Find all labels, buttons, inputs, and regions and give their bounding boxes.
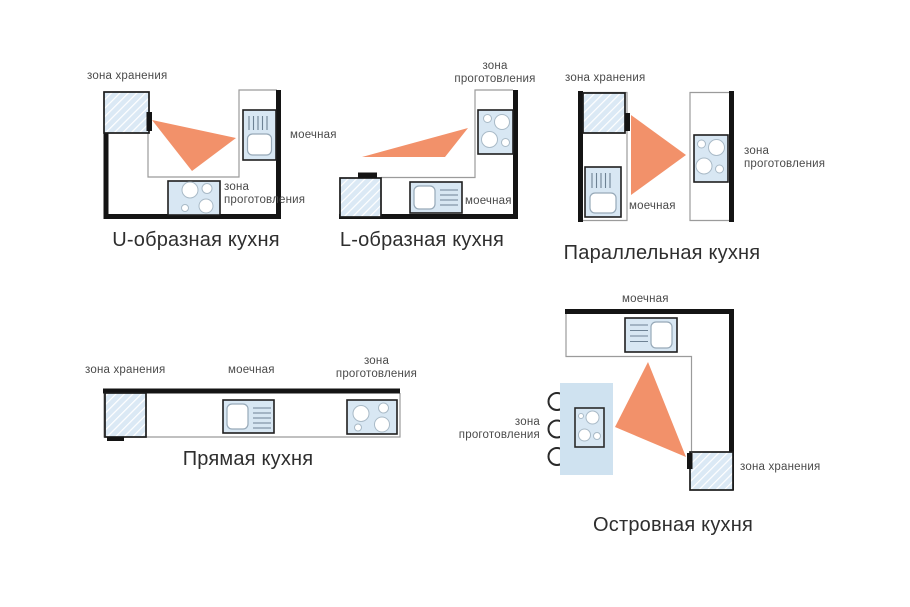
island-sink-label: моечная <box>622 293 669 305</box>
straight-cooking-label: зона проготовления <box>318 355 435 381</box>
parallel-title: Параллельная кухня <box>563 242 761 264</box>
l-cooking-label: зона проготовления <box>434 60 556 86</box>
l-outer-wall <box>339 90 518 219</box>
straight-storage-handle <box>107 436 124 441</box>
island-stove-unit <box>574 407 605 448</box>
parallel-right-bar-outline <box>689 91 733 222</box>
l-cooking-label-line2: проготовления <box>454 73 536 85</box>
island-storage-label: зона хранения <box>740 461 821 473</box>
l-sink-label: моечная <box>465 195 512 207</box>
island-cooking-label-line2: проготовления <box>458 429 540 441</box>
u-storage-label: зона хранения <box>87 70 168 82</box>
parallel-sink-unit <box>584 166 622 218</box>
island-diagram <box>547 309 734 491</box>
u-cooking-label: зона проготовления <box>224 181 305 207</box>
u-work-triangle <box>152 120 236 171</box>
straight-cooking-label-line2: проготовления <box>335 368 418 380</box>
u-shaped-title: U-образная кухня <box>112 229 280 251</box>
u-storage-handle <box>146 112 152 131</box>
u-inner-wall-line <box>147 89 277 178</box>
parallel-cooking-label-line2: проготовления <box>744 158 826 170</box>
l-inner-wall-line <box>381 89 513 179</box>
l-shaped-title: L-образная кухня <box>339 229 505 251</box>
l-shaped-diagram <box>339 89 518 219</box>
parallel-storage-unit <box>582 92 630 134</box>
straight-bar-outline <box>103 393 401 438</box>
l-stove-unit <box>477 109 514 155</box>
island-storage-unit <box>687 451 734 491</box>
island-outer-wall <box>565 309 734 490</box>
straight-sink-label: моечная <box>228 364 275 376</box>
u-sink-label: моечная <box>290 129 337 141</box>
parallel-stove-unit <box>693 134 729 183</box>
straight-title: Прямая кухня <box>182 448 314 470</box>
u-cooking-label-line1: зона <box>224 181 250 193</box>
l-sink-unit <box>409 181 463 214</box>
straight-cooking-label-line1: зона <box>363 355 390 367</box>
island-work-triangle <box>615 362 686 457</box>
parallel-sink-label: моечная <box>629 200 676 212</box>
island-sink-unit <box>624 317 678 353</box>
straight-sink-unit <box>222 399 275 434</box>
island-cooking-label: зона проготовления <box>420 416 540 442</box>
island-storage-handle <box>687 453 693 469</box>
u-stove-unit <box>167 180 221 216</box>
straight-storage-label: зона хранения <box>85 364 166 376</box>
parallel-storage-label: зона хранения <box>565 72 646 84</box>
u-shaped-diagram <box>103 89 281 219</box>
island-title: Островная кухня <box>593 514 753 536</box>
u-cooking-label-line2: проготовления <box>224 194 306 206</box>
island-inner-wall-line <box>565 314 693 451</box>
island-cooking-label-line1: зона <box>514 416 540 428</box>
straight-stove-unit <box>346 399 398 435</box>
parallel-storage-handle <box>624 113 630 131</box>
parallel-cooking-label: зона проготовления <box>744 145 825 171</box>
u-outer-wall <box>103 90 281 219</box>
parallel-work-triangle <box>631 115 686 195</box>
u-storage-unit <box>103 91 152 134</box>
l-work-triangle <box>362 128 468 157</box>
l-cooking-label-line1: зона <box>482 60 508 72</box>
l-storage-unit <box>339 172 382 218</box>
l-storage-handle <box>358 172 377 178</box>
straight-storage-unit <box>104 392 147 441</box>
straight-diagram <box>103 388 401 441</box>
parallel-cooking-label-line1: зона <box>744 145 770 157</box>
parallel-diagram <box>578 91 734 222</box>
u-sink-unit <box>242 109 277 161</box>
